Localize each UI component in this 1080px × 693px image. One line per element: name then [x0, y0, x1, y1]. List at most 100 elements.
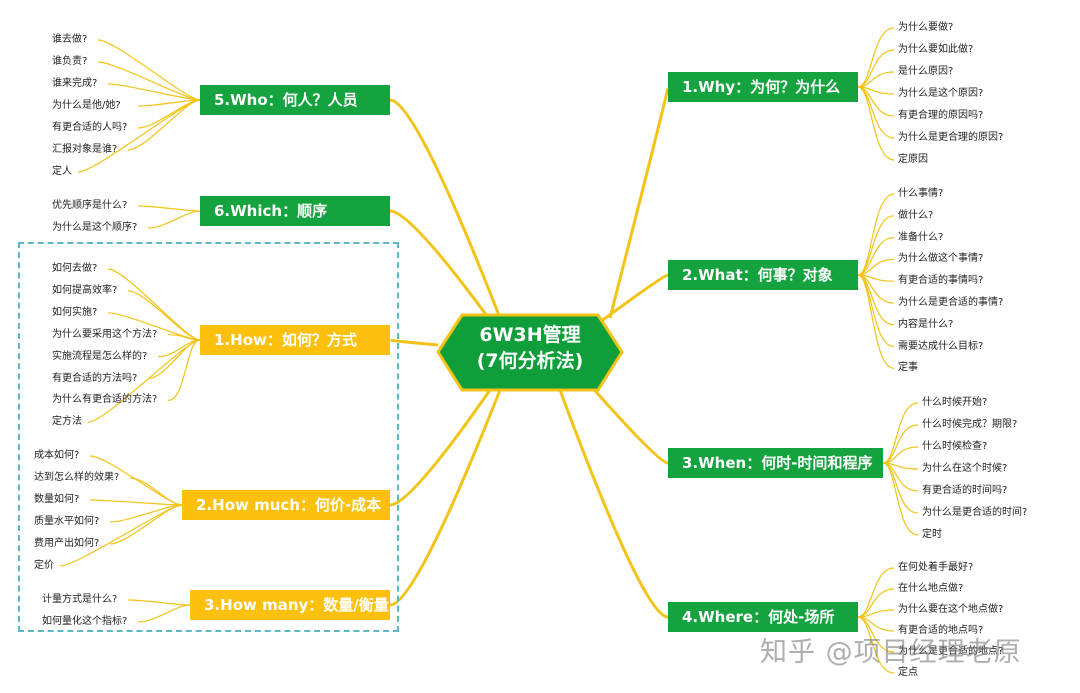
when-branch-line	[588, 384, 669, 465]
what-item: 为什么做这个事情?	[898, 253, 984, 265]
how-item: 实施流程是怎么样的?	[52, 350, 148, 362]
how-item: 有更合适的方法吗?	[52, 372, 138, 384]
who-item: 为什么是他/她?	[52, 100, 121, 111]
who-item: 有更合适的人吗?	[52, 122, 128, 133]
howmuch-item: 费用产出如何?	[34, 538, 100, 549]
where-node: 4.Where：何处-场所	[668, 602, 858, 632]
howmuch-item: 数量如何?	[34, 494, 80, 505]
who-item: 谁负责?	[52, 56, 88, 67]
where-item: 为什么是更合适的地点?	[898, 646, 1004, 657]
why-branch-line	[608, 85, 670, 319]
what-item: 什么事情?	[898, 188, 944, 199]
why-leaf-connector	[857, 86, 895, 161]
howmuch-branch-line	[389, 389, 492, 507]
who-item: 谁来完成?	[52, 78, 98, 89]
when-leaf-connector	[882, 462, 919, 514]
where-branch-line	[558, 389, 669, 619]
when-leaf-connector	[882, 402, 919, 464]
when-item: 什么时候完成？期限?	[922, 419, 1018, 430]
which-leaf-connector	[137, 205, 201, 212]
how-item: 如何实施?	[52, 306, 98, 318]
why-item: 定原因	[898, 154, 928, 165]
who-leaf-connector	[97, 61, 201, 101]
what-leaf-connector	[857, 215, 895, 276]
how-item: 如何提高效率?	[52, 284, 118, 296]
center-node: 6W3H管理 (7何分析法)	[438, 322, 622, 374]
which-item: 优先顺序是什么?	[52, 200, 128, 211]
who-leaf-connector	[77, 99, 201, 173]
where-item: 定点	[898, 667, 918, 678]
what-leaf-connector	[857, 237, 895, 276]
howmany-item: 计量方式是什么?	[42, 594, 118, 605]
who-branch-line	[389, 98, 502, 319]
center-title: 6W3H管理	[479, 324, 581, 346]
why-item: 为什么要如此做?	[898, 44, 974, 55]
why-item: 有更合理的原因吗?	[898, 110, 984, 121]
where-item: 在何处着手最好?	[898, 562, 974, 573]
what-leaf-connector	[857, 274, 895, 326]
who-node: 5.Who：何人？人员	[200, 85, 390, 115]
howmany-leaf-connector	[127, 599, 191, 606]
center-hexagon	[436, 313, 624, 392]
which-branch-line	[389, 209, 492, 321]
what-item: 定事	[898, 362, 918, 374]
when-item: 为什么是更合适的时间?	[922, 507, 1028, 518]
when-item: 什么时候检查?	[922, 441, 988, 452]
when-item: 有更合适的时间吗?	[922, 485, 1008, 496]
howmuch-leaf-connector	[89, 499, 183, 506]
howmany-branch-line	[389, 389, 502, 607]
howmuch-item: 质量水平如何?	[34, 516, 100, 527]
how-item: 为什么要采用这个方法?	[52, 328, 158, 340]
what-item: 内容是什么?	[898, 318, 954, 330]
howmuch-leaf-connector	[129, 477, 183, 506]
what-item: 为什么是更合适的事情?	[898, 297, 1004, 308]
how-item: 定方法	[52, 416, 82, 428]
how-node: 1.How：如何？方式	[200, 325, 390, 355]
howmany-leaf-connector	[137, 604, 191, 623]
how-leaf-connector	[127, 290, 201, 341]
who-item: 汇报对象是谁?	[52, 144, 118, 155]
why-leaf-connector	[857, 86, 895, 139]
why-item: 为什么是这个原因?	[898, 88, 984, 99]
what-item: 有更合适的事情吗?	[898, 275, 984, 287]
when-item: 为什么在这个时候?	[922, 463, 1008, 474]
when-item: 什么时候开始?	[922, 397, 988, 408]
why-item: 为什么要做?	[898, 22, 954, 33]
how-item: 如何去做?	[52, 263, 98, 274]
where-leaf-connector	[857, 588, 895, 618]
where-leaf-connector	[857, 616, 895, 674]
why-item: 是什么原因?	[898, 66, 954, 77]
where-item: 有更合适的地点吗?	[898, 625, 984, 636]
watermark: 知乎 @项目经理老原	[760, 637, 1022, 668]
why-node: 1.Why：为何？为什么	[668, 72, 858, 102]
when-node: 3.When：何时-时间和程序	[668, 448, 883, 478]
where-item: 为什么要在这个地点做?	[898, 604, 1004, 615]
what-item: 准备什么?	[898, 231, 944, 243]
which-leaf-connector	[147, 210, 201, 229]
when-leaf-connector	[882, 424, 919, 464]
howmany-item: 如何量化这个指标?	[42, 616, 128, 627]
center-subtitle: (7何分析法)	[476, 350, 584, 372]
which-item: 为什么是这个顺序?	[52, 222, 138, 233]
what-item: 做什么?	[898, 209, 934, 221]
howmany-node: 3.How many：数量/衡量	[190, 590, 390, 620]
what-leaf-connector	[857, 193, 895, 276]
what-leaf-connector	[857, 258, 895, 276]
why-leaf-connector	[857, 27, 895, 88]
why-leaf-connector	[857, 71, 895, 88]
howmuch-node: 2.How much：何价-成本	[182, 490, 390, 520]
what-node: 2.What：何事？对象	[668, 260, 858, 290]
who-leaf-connector	[107, 83, 201, 101]
who-leaf-connector	[97, 39, 201, 101]
howmuch-item: 成本如何?	[34, 450, 80, 461]
how-leaf-connector	[87, 339, 201, 423]
when-item: 定时	[922, 529, 942, 540]
where-item: 在什么地点做?	[898, 583, 964, 594]
howmuch-item: 达到怎么样的效果?	[34, 472, 120, 483]
what-branch-line	[599, 273, 669, 324]
how-item: 为什么有更合适的方法?	[52, 394, 158, 406]
when-leaf-connector	[882, 446, 919, 464]
who-item: 谁去做?	[52, 34, 88, 45]
why-leaf-connector	[857, 49, 895, 88]
